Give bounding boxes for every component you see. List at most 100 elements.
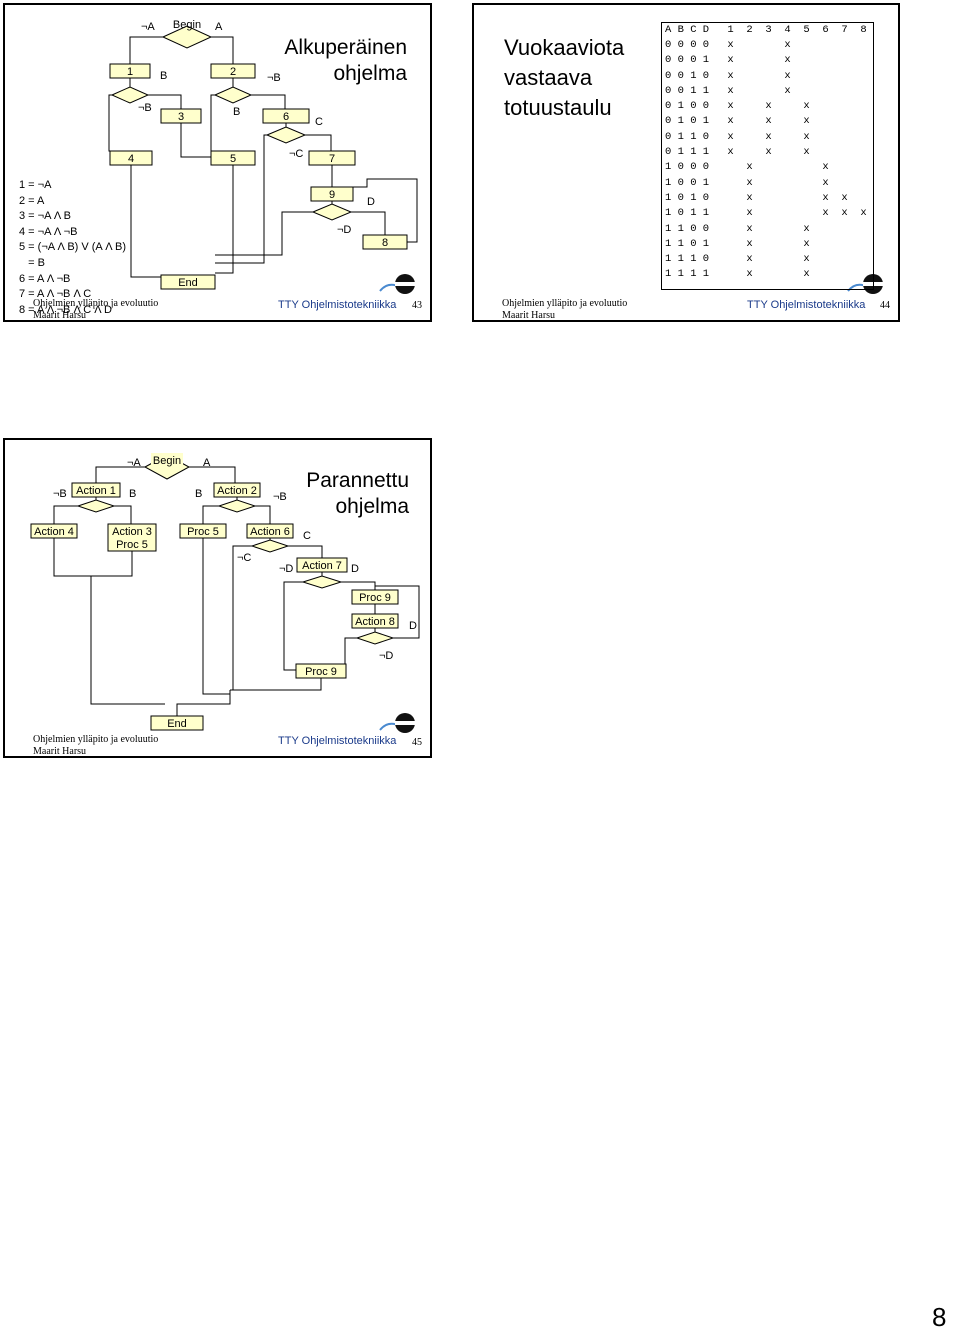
table-cell: [721, 221, 740, 236]
slide-number: 45: [412, 737, 422, 748]
B2-label: B: [233, 106, 240, 118]
table-cell-inputs: 0 0 0 1: [665, 54, 710, 67]
condition-item: 2 = A: [19, 194, 45, 207]
table-cell: [797, 190, 816, 205]
action-7-label: Action 7: [302, 560, 342, 572]
condition-item: 3 = ¬A Λ B: [19, 210, 71, 223]
table-cell-inputs: 1 1 0 0: [665, 222, 710, 235]
action-2-label: Action 2: [217, 485, 257, 497]
proc-5a-label: Proc 5: [116, 539, 148, 551]
table-cell: [721, 175, 740, 190]
notD1-label: ¬D: [279, 563, 293, 575]
header-col: 8: [860, 23, 867, 36]
notB1-label: ¬B: [138, 102, 152, 114]
table-cell: x: [746, 161, 753, 174]
table-cell: [854, 37, 873, 52]
table-cell: x: [765, 146, 772, 159]
table-cell: [721, 251, 740, 266]
table-cell-inputs: 0 0 0 0: [665, 38, 710, 51]
table-cell: [835, 267, 854, 282]
notB2-label: ¬B: [273, 491, 287, 503]
decision-D1: [301, 575, 343, 589]
table-cell: [740, 83, 759, 98]
table-cell: [721, 206, 740, 221]
B1-label: B: [160, 70, 167, 82]
end-box: [160, 274, 216, 290]
decision-C: [250, 539, 290, 553]
table-cell: [797, 53, 816, 68]
action-6-label: Action 6: [250, 526, 290, 538]
title-line-3: totuustaulu: [504, 95, 612, 120]
table-cell: [854, 267, 873, 282]
header-col: 4: [784, 23, 791, 36]
slide-45-title: Parannettu ohjelma: [275, 468, 409, 520]
table-cell: x: [727, 38, 734, 51]
table-cell: x: [746, 253, 753, 266]
D-label: D: [367, 196, 375, 208]
table-cell: [835, 251, 854, 266]
table-cell-inputs: 0 1 1 1: [665, 146, 710, 159]
action-4-label: Action 4: [34, 526, 74, 538]
table-cell: [854, 129, 873, 144]
B1-label: B: [129, 488, 136, 500]
table-cell: [854, 236, 873, 251]
slide-44: Vuokaaviota vastaava totuustaulu Ohjelmi…: [472, 3, 900, 322]
title-line-2: ohjelma: [333, 62, 407, 85]
table-cell: [759, 206, 778, 221]
A-label: A: [203, 457, 211, 469]
notA-label: ¬A: [141, 21, 155, 33]
table-cell: [854, 83, 873, 98]
action-1-label: Action 1: [76, 485, 116, 497]
table-cell: x: [746, 268, 753, 281]
table-cell: [816, 221, 835, 236]
footer-course: Ohjelmien ylläpito ja evoluutio: [33, 734, 159, 745]
node-3-label: 3: [178, 111, 184, 123]
footer-center: TTY Ohjelmistotekniikka: [747, 299, 866, 311]
condition-item: 1 = ¬A: [19, 179, 52, 191]
table-cell: [816, 68, 835, 83]
header-col: 5: [803, 23, 810, 36]
title-line-1: Parannettu: [306, 469, 409, 492]
footer-author: Maarit Harsu: [33, 310, 87, 321]
table-cell: [835, 129, 854, 144]
table-cell: [721, 190, 740, 205]
table-cell: [835, 221, 854, 236]
notB1-label: ¬B: [53, 488, 67, 500]
condition-item: 8 = A Λ ¬B Λ C Λ D: [19, 303, 112, 316]
table-cell: x: [765, 130, 772, 143]
table-cell: [835, 160, 854, 175]
slide-43: Begin ¬A A 1 B ¬B 3 2 B ¬B 4 5: [3, 3, 432, 322]
slide-43-title: Alkuperäinen ohjelma: [255, 35, 407, 87]
slide-number: 43: [412, 300, 422, 311]
slide-45: Begin ¬A A Action 1 ¬B B Action 4 Action…: [3, 438, 432, 758]
header-col: 7: [841, 23, 848, 36]
table-cell: x: [822, 176, 829, 189]
decision-B1: [110, 86, 150, 104]
table-cell: [759, 160, 778, 175]
table-cell: [759, 68, 778, 83]
footer-author: Maarit Harsu: [33, 746, 87, 757]
table-cell: [816, 267, 835, 282]
footer-left: Ohjelmien ylläpito ja evoluutio Maarit H…: [33, 298, 158, 322]
end-box: [150, 715, 204, 731]
table-cell: [721, 267, 740, 282]
decision-D2: [355, 631, 395, 645]
table-cell: x: [803, 100, 810, 113]
table-cell: x: [727, 130, 734, 143]
table-cell: [740, 37, 759, 52]
footer-center: TTY Ohjelmistotekniikka: [278, 735, 397, 747]
table-cell: x: [746, 207, 753, 220]
footer-author: Maarit Harsu: [502, 310, 556, 321]
table-cell: x: [822, 207, 829, 220]
table-cell: [778, 98, 797, 113]
table-cell: [740, 98, 759, 113]
